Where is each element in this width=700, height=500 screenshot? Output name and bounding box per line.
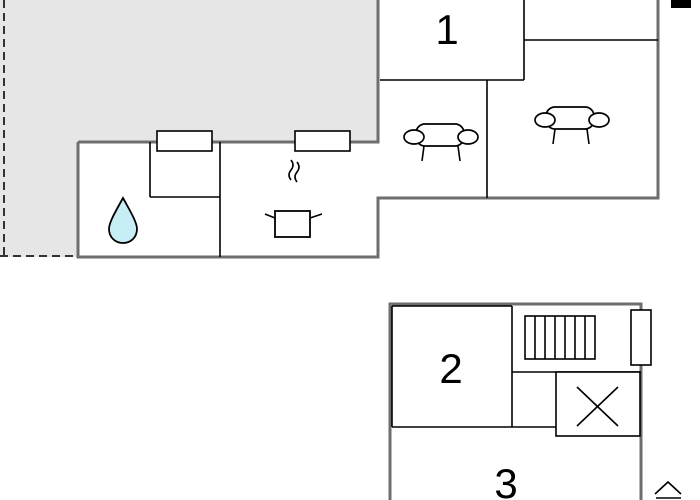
room-label-3: 3 [494, 460, 517, 500]
window-bathroom [156, 130, 213, 152]
room-label-2: 2 [439, 345, 462, 392]
dark-corner-block [671, 0, 691, 8]
sofa-icon [534, 106, 610, 145]
cooking-pot-icon [264, 159, 323, 238]
window-kitchen [294, 130, 351, 152]
terrace-area [0, 0, 379, 257]
open-space-x-icon [555, 371, 641, 437]
water-drop-icon [108, 196, 138, 244]
sofa-icon [403, 123, 479, 162]
room-label-1: 1 [435, 6, 458, 53]
staircase-icon [524, 315, 596, 360]
window-lower [630, 309, 652, 366]
compass-icon [654, 480, 682, 499]
